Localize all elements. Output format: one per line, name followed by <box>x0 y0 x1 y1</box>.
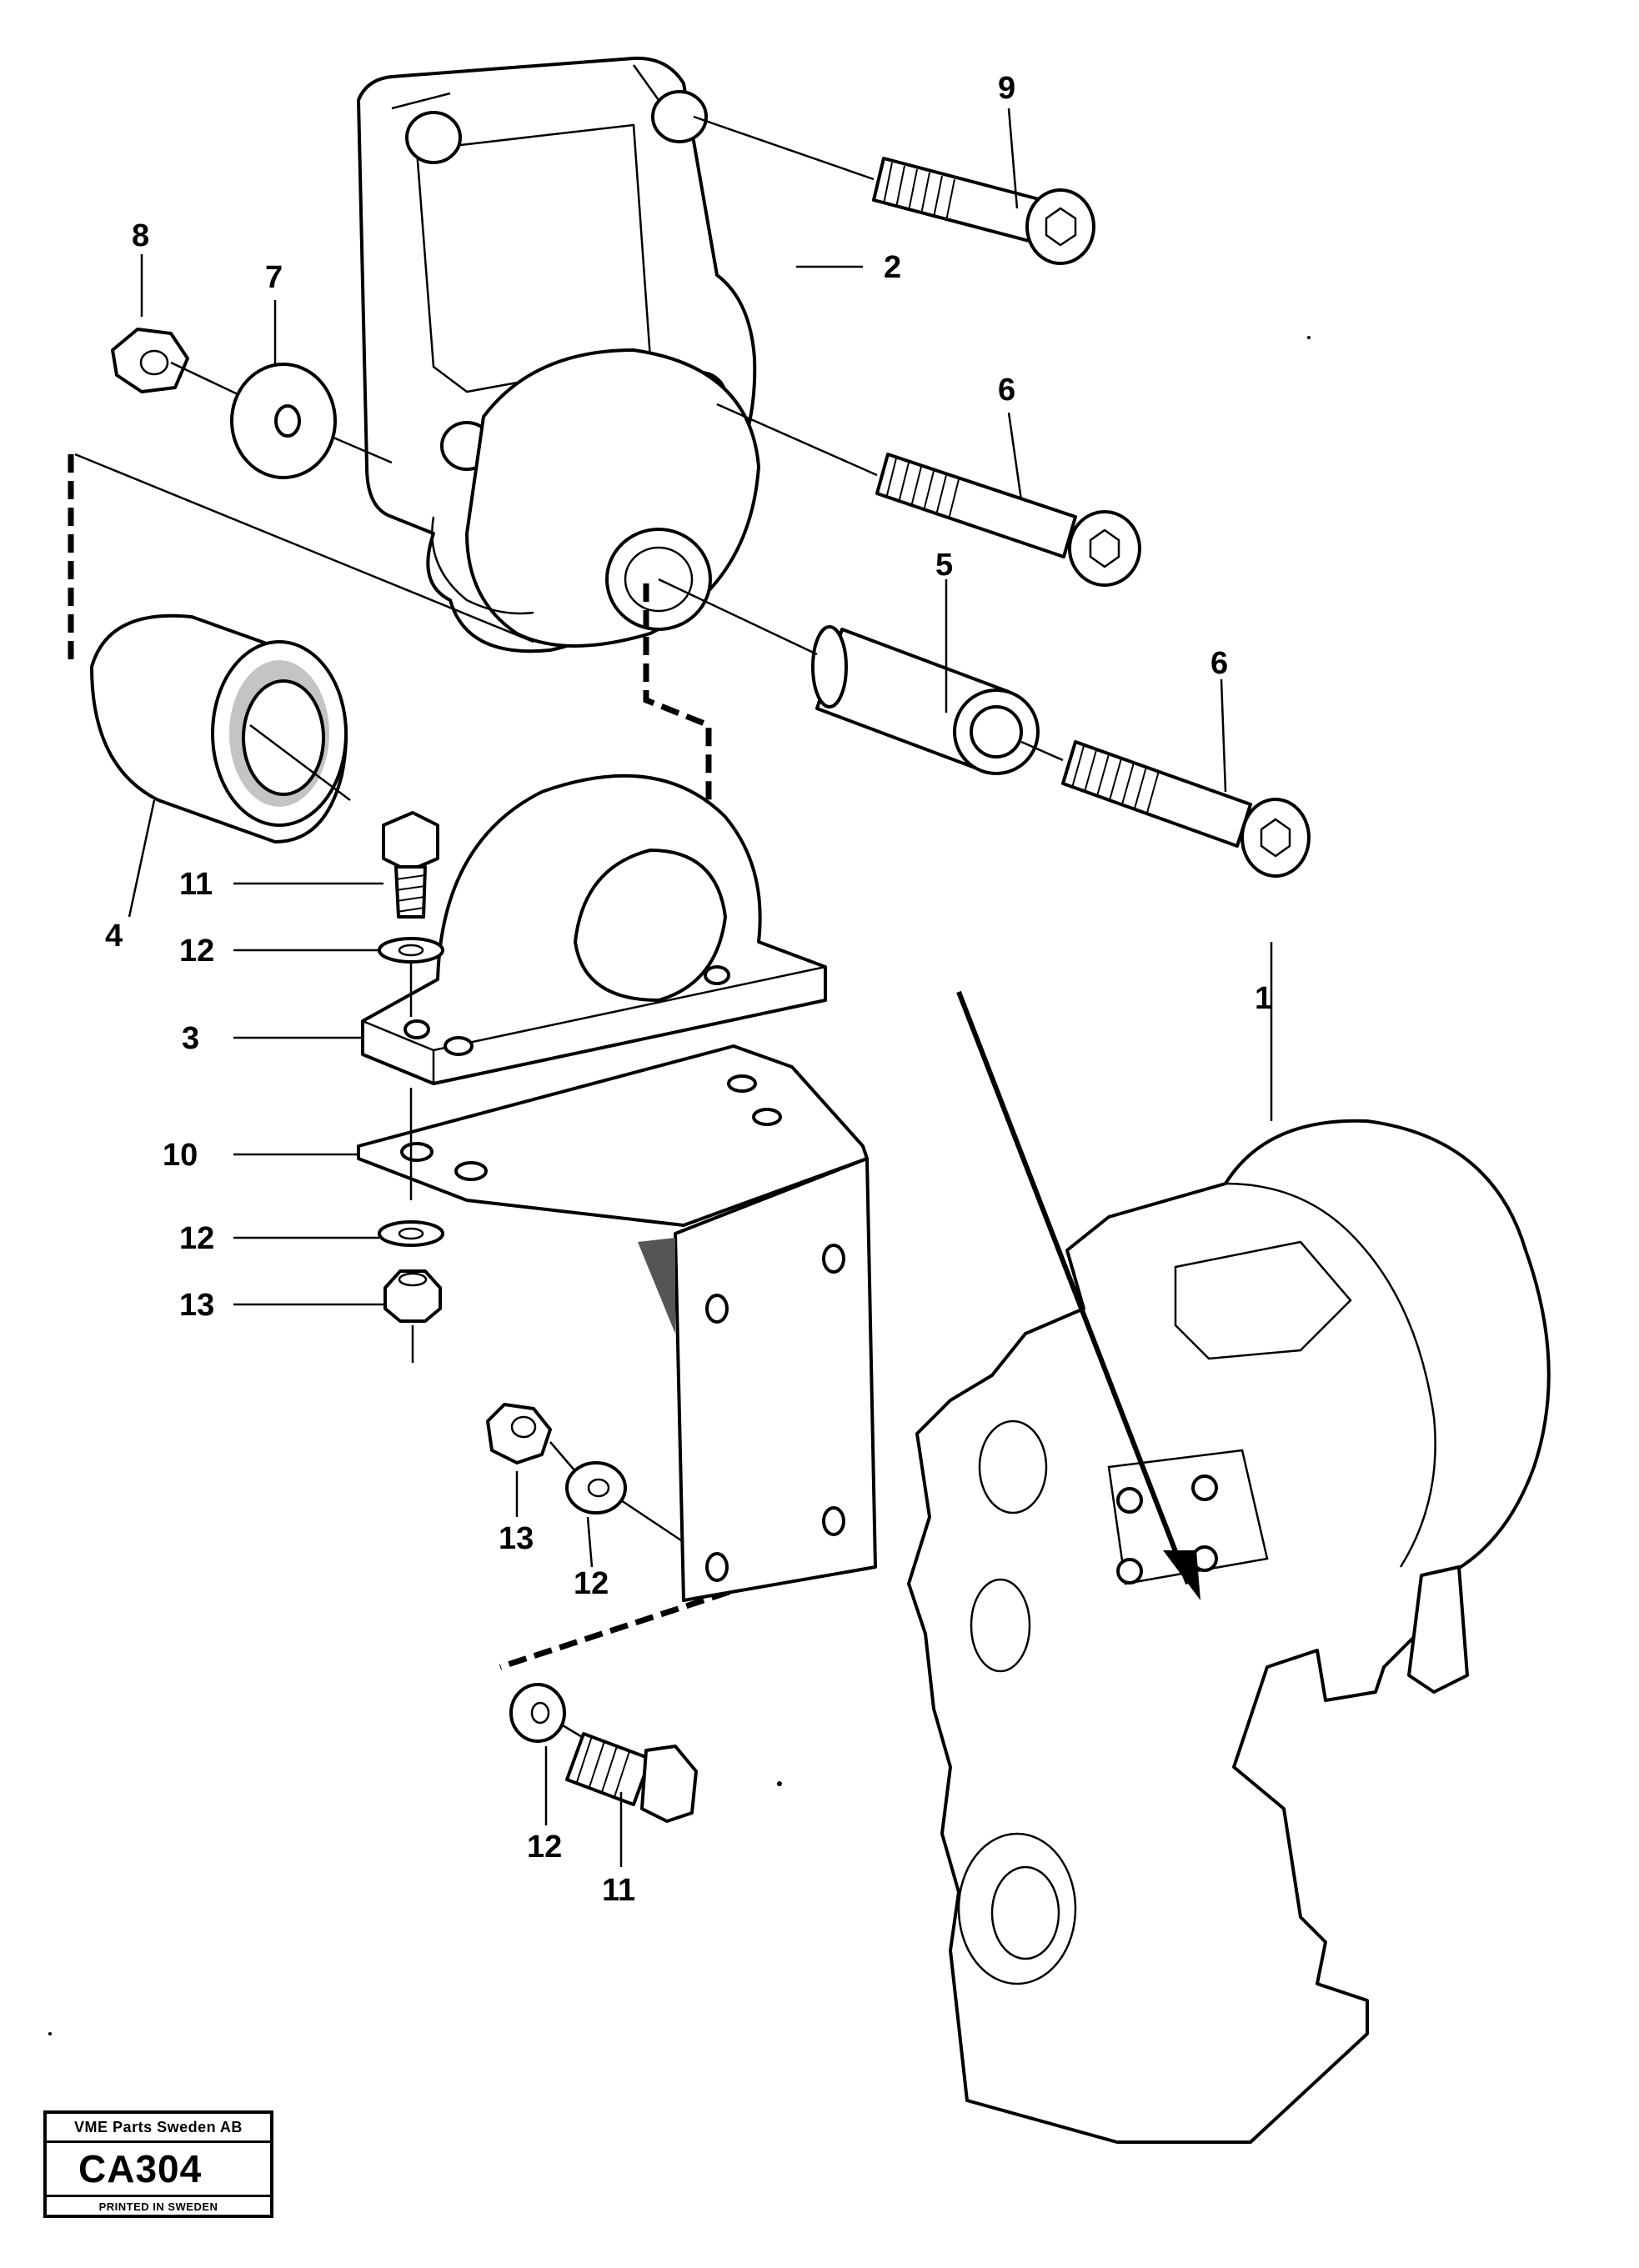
bolt-6-upper-part <box>716 403 1141 587</box>
callout-labels: 1 2 3 4 5 6 6 7 8 9 10 11 11 12 12 12 12… <box>105 71 1272 1908</box>
callout-2: 2 <box>884 250 901 285</box>
washer-7-part <box>230 363 393 479</box>
callout-13-upper: 13 <box>179 1288 214 1323</box>
callout-4: 4 <box>105 919 123 954</box>
printed-in-label: PRINTED IN SWEDEN <box>98 2200 218 2213</box>
callout-8: 8 <box>132 218 149 253</box>
washer-12-middle-part <box>378 1220 444 1247</box>
nut-13-upper-part <box>383 1269 442 1363</box>
callout-13-lower: 13 <box>499 1521 534 1556</box>
title-block: VME Parts Sweden AB CA304 PRINTED IN SWE… <box>43 2110 273 2218</box>
drawing-code: CA304 <box>47 2143 270 2197</box>
nut-8-part <box>111 328 251 402</box>
callout-leaders <box>128 108 1227 1867</box>
bolt-9-part <box>693 115 1095 265</box>
bolt-11-lower-part <box>565 1732 698 1823</box>
callout-7: 7 <box>265 260 283 295</box>
bolt-11-upper-part <box>382 811 439 919</box>
sleeve-part <box>658 578 1040 775</box>
callout-11-upper: 11 <box>179 867 213 902</box>
callout-10: 10 <box>163 1138 198 1173</box>
callout-1: 1 <box>1255 981 1272 1016</box>
callout-6-lower: 6 <box>1210 646 1228 681</box>
company-name: VME Parts Sweden AB <box>47 2114 270 2143</box>
washer-12-bottom-part <box>509 1683 584 1743</box>
nut-13-lower-part <box>486 1403 552 1464</box>
angle-bracket-part <box>357 1044 877 1602</box>
callout-12-upper: 12 <box>179 934 214 969</box>
callout-3: 3 <box>182 1021 199 1056</box>
washer-12-lower-part <box>549 1441 684 1544</box>
callout-9: 9 <box>998 71 1015 106</box>
pillow-block-part <box>361 774 827 1085</box>
alignment-dashed-lines <box>68 453 756 1670</box>
callout-5: 5 <box>935 548 953 583</box>
callout-12-right: 12 <box>574 1566 609 1601</box>
rubber-bushing-part <box>90 613 351 844</box>
callout-12-bottom: 12 <box>527 1830 562 1865</box>
bolt-6-lower-part <box>1020 740 1311 878</box>
callout-12-middle: 12 <box>179 1221 214 1256</box>
bracket-frame-part <box>357 56 760 653</box>
callout-6-upper: 6 <box>998 373 1015 408</box>
direction-arrow <box>956 990 1200 1600</box>
callout-11-lower: 11 <box>602 1873 635 1908</box>
transmission-housing-part <box>907 942 1551 2144</box>
